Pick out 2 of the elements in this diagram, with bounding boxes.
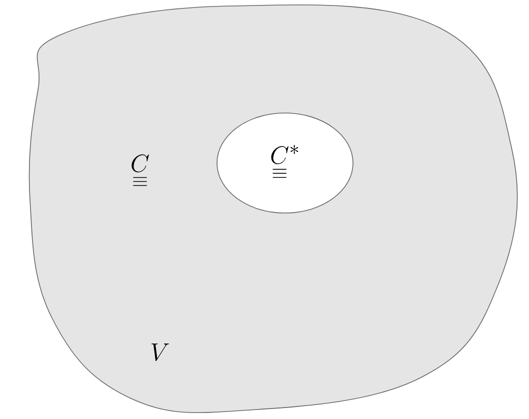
- tensor-label: $\underset{\equiv}{C}$: [132, 154, 149, 186]
- ellipse-region: $\underset{\equiv}{C}^{*}$: [216, 112, 354, 214]
